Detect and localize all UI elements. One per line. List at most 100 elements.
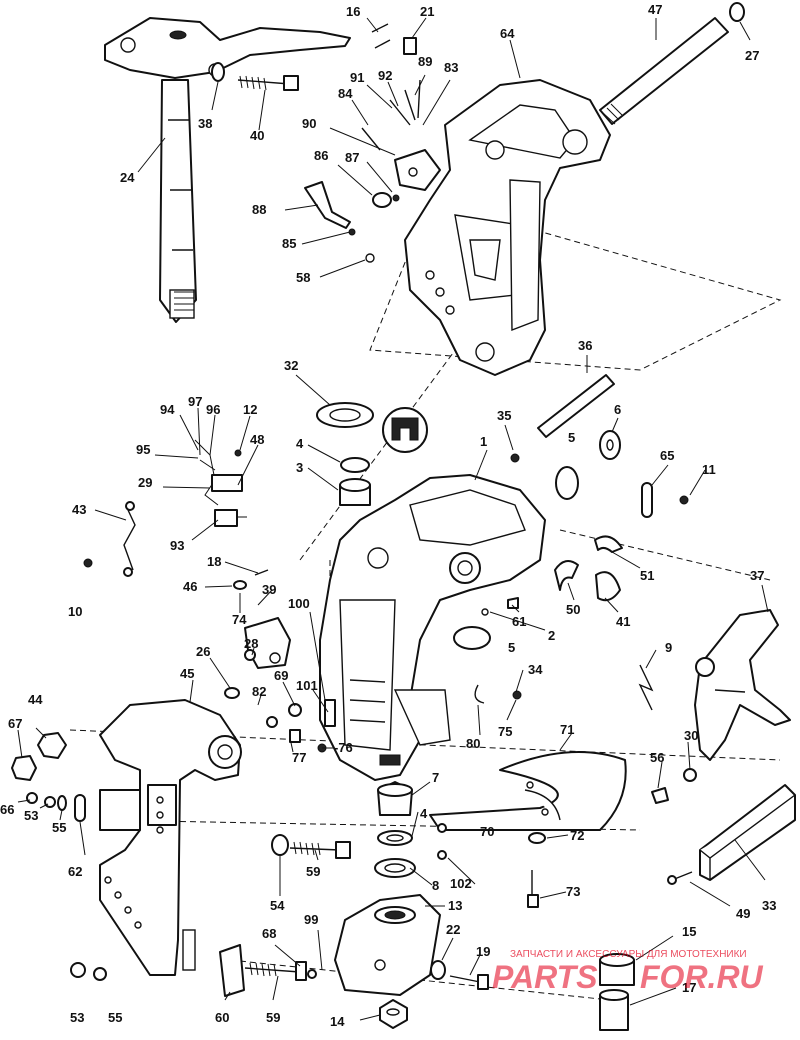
callout-21: 21 — [420, 4, 434, 19]
callout-59b: 59 — [266, 1010, 280, 1025]
callout-6: 6 — [614, 402, 621, 417]
callout-45: 45 — [180, 666, 194, 681]
bushing-15 — [599, 953, 635, 986]
callout-44: 44 — [28, 692, 43, 707]
callout-55b: 55 — [108, 1010, 122, 1025]
screw-49 — [667, 871, 693, 885]
callout-91: 91 — [350, 70, 364, 85]
right-small-parts — [453, 453, 689, 650]
callout-85: 85 — [282, 236, 296, 251]
callout-92: 92 — [378, 68, 392, 83]
bushing-4 — [340, 457, 370, 473]
swivel-bracket-part — [404, 79, 611, 376]
callout-49: 49 — [736, 906, 750, 921]
watermark-brand-right: FOR.RU — [640, 959, 764, 995]
callout-36: 36 — [578, 338, 592, 353]
callout-88: 88 — [252, 202, 266, 217]
callout-54: 54 — [270, 898, 285, 913]
callout-101: 101 — [296, 678, 318, 693]
callout-2: 2 — [548, 628, 555, 643]
spring-9 — [638, 664, 654, 711]
callout-4b: 4 — [420, 806, 428, 821]
wiring-harness-group — [83, 439, 247, 577]
callout-8: 8 — [432, 878, 439, 893]
callout-19: 19 — [476, 944, 490, 959]
callout-93: 93 — [170, 538, 184, 553]
nut-14 — [379, 999, 408, 1029]
clamp-bracket-part — [99, 699, 242, 976]
ring-27 — [729, 2, 745, 22]
washer-38 — [211, 62, 225, 82]
callout-14: 14 — [330, 1014, 345, 1029]
steering-arm-part — [104, 17, 351, 323]
stern-bracket-part — [319, 474, 546, 781]
left-fasteners — [11, 732, 107, 981]
callout-68: 68 — [262, 926, 276, 941]
washer-32 — [316, 402, 374, 428]
callout-97: 97 — [188, 394, 202, 409]
callout-59: 59 — [306, 864, 320, 879]
swivel-housing-13 — [334, 894, 441, 996]
callout-102: 102 — [450, 876, 472, 891]
callout-28: 28 — [244, 636, 258, 651]
callout-94: 94 — [160, 402, 175, 417]
callout-55: 55 — [52, 820, 66, 835]
callout-43: 43 — [72, 502, 86, 517]
callout-24: 24 — [120, 170, 135, 185]
callout-26: 26 — [196, 644, 210, 659]
callout-22: 22 — [446, 922, 460, 937]
callout-67: 67 — [8, 716, 22, 731]
callout-64: 64 — [500, 26, 515, 41]
washer-6 — [599, 430, 621, 460]
washer-22 — [430, 960, 446, 980]
callout-12: 12 — [243, 402, 257, 417]
bolt-19 — [449, 974, 489, 990]
callout-70: 70 — [480, 824, 494, 839]
callout-30: 30 — [684, 728, 698, 743]
callout-39: 39 — [262, 582, 276, 597]
tilt-tube-47 — [599, 17, 729, 125]
callout-58: 58 — [296, 270, 310, 285]
callout-41: 41 — [616, 614, 630, 629]
tilt-lever-37 — [694, 609, 791, 761]
callout-35: 35 — [497, 408, 511, 423]
callout-37: 37 — [750, 568, 764, 583]
lower-bolt-group — [219, 944, 317, 997]
callout-7: 7 — [432, 770, 439, 785]
callout-15: 15 — [682, 924, 696, 939]
lock-hardware-group — [304, 23, 441, 263]
callout-84: 84 — [338, 86, 353, 101]
callout-51: 51 — [640, 568, 654, 583]
callout-96: 96 — [206, 402, 220, 417]
watermark-caption: ЗАПЧАСТИ И АКСЕССУАРЫ ДЛЯ МОТОТЕХНИКИ — [510, 949, 747, 960]
callout-80: 80 — [466, 736, 480, 751]
callout-73: 73 — [566, 884, 580, 899]
callout-65: 65 — [660, 448, 674, 463]
callout-66: 66 — [0, 802, 14, 817]
callout-38: 38 — [198, 116, 212, 131]
callout-83: 83 — [444, 60, 458, 75]
callout-53: 53 — [24, 808, 38, 823]
callout-34: 34 — [528, 662, 543, 677]
callout-40: 40 — [250, 128, 264, 143]
callout-77: 77 — [292, 750, 306, 765]
watermark: ЗАПЧАСТИ И АКСЕССУАРЫ ДЛЯ МОТОТЕХНИКИ PA… — [492, 949, 764, 995]
callout-5b: 5 — [508, 640, 515, 655]
callout-32: 32 — [284, 358, 298, 373]
callout-4: 4 — [296, 436, 304, 451]
callout-72: 72 — [570, 828, 584, 843]
block-33 — [699, 784, 796, 881]
callout-74: 74 — [232, 612, 247, 627]
callout-50: 50 — [566, 602, 580, 617]
callout-61: 61 — [512, 614, 526, 629]
callout-76: -76 — [334, 740, 353, 755]
trim-plate-71 — [429, 751, 627, 831]
leader-lines — [17, 17, 769, 1021]
callout-labels: 16 21 64 47 27 91 92 89 83 84 90 86 87 8… — [0, 2, 776, 1029]
callout-69: 69 — [274, 668, 288, 683]
callout-75: 75 — [498, 724, 512, 739]
seal-inset — [382, 407, 428, 453]
callout-87: 87 — [345, 150, 359, 165]
callout-86: 86 — [314, 148, 328, 163]
